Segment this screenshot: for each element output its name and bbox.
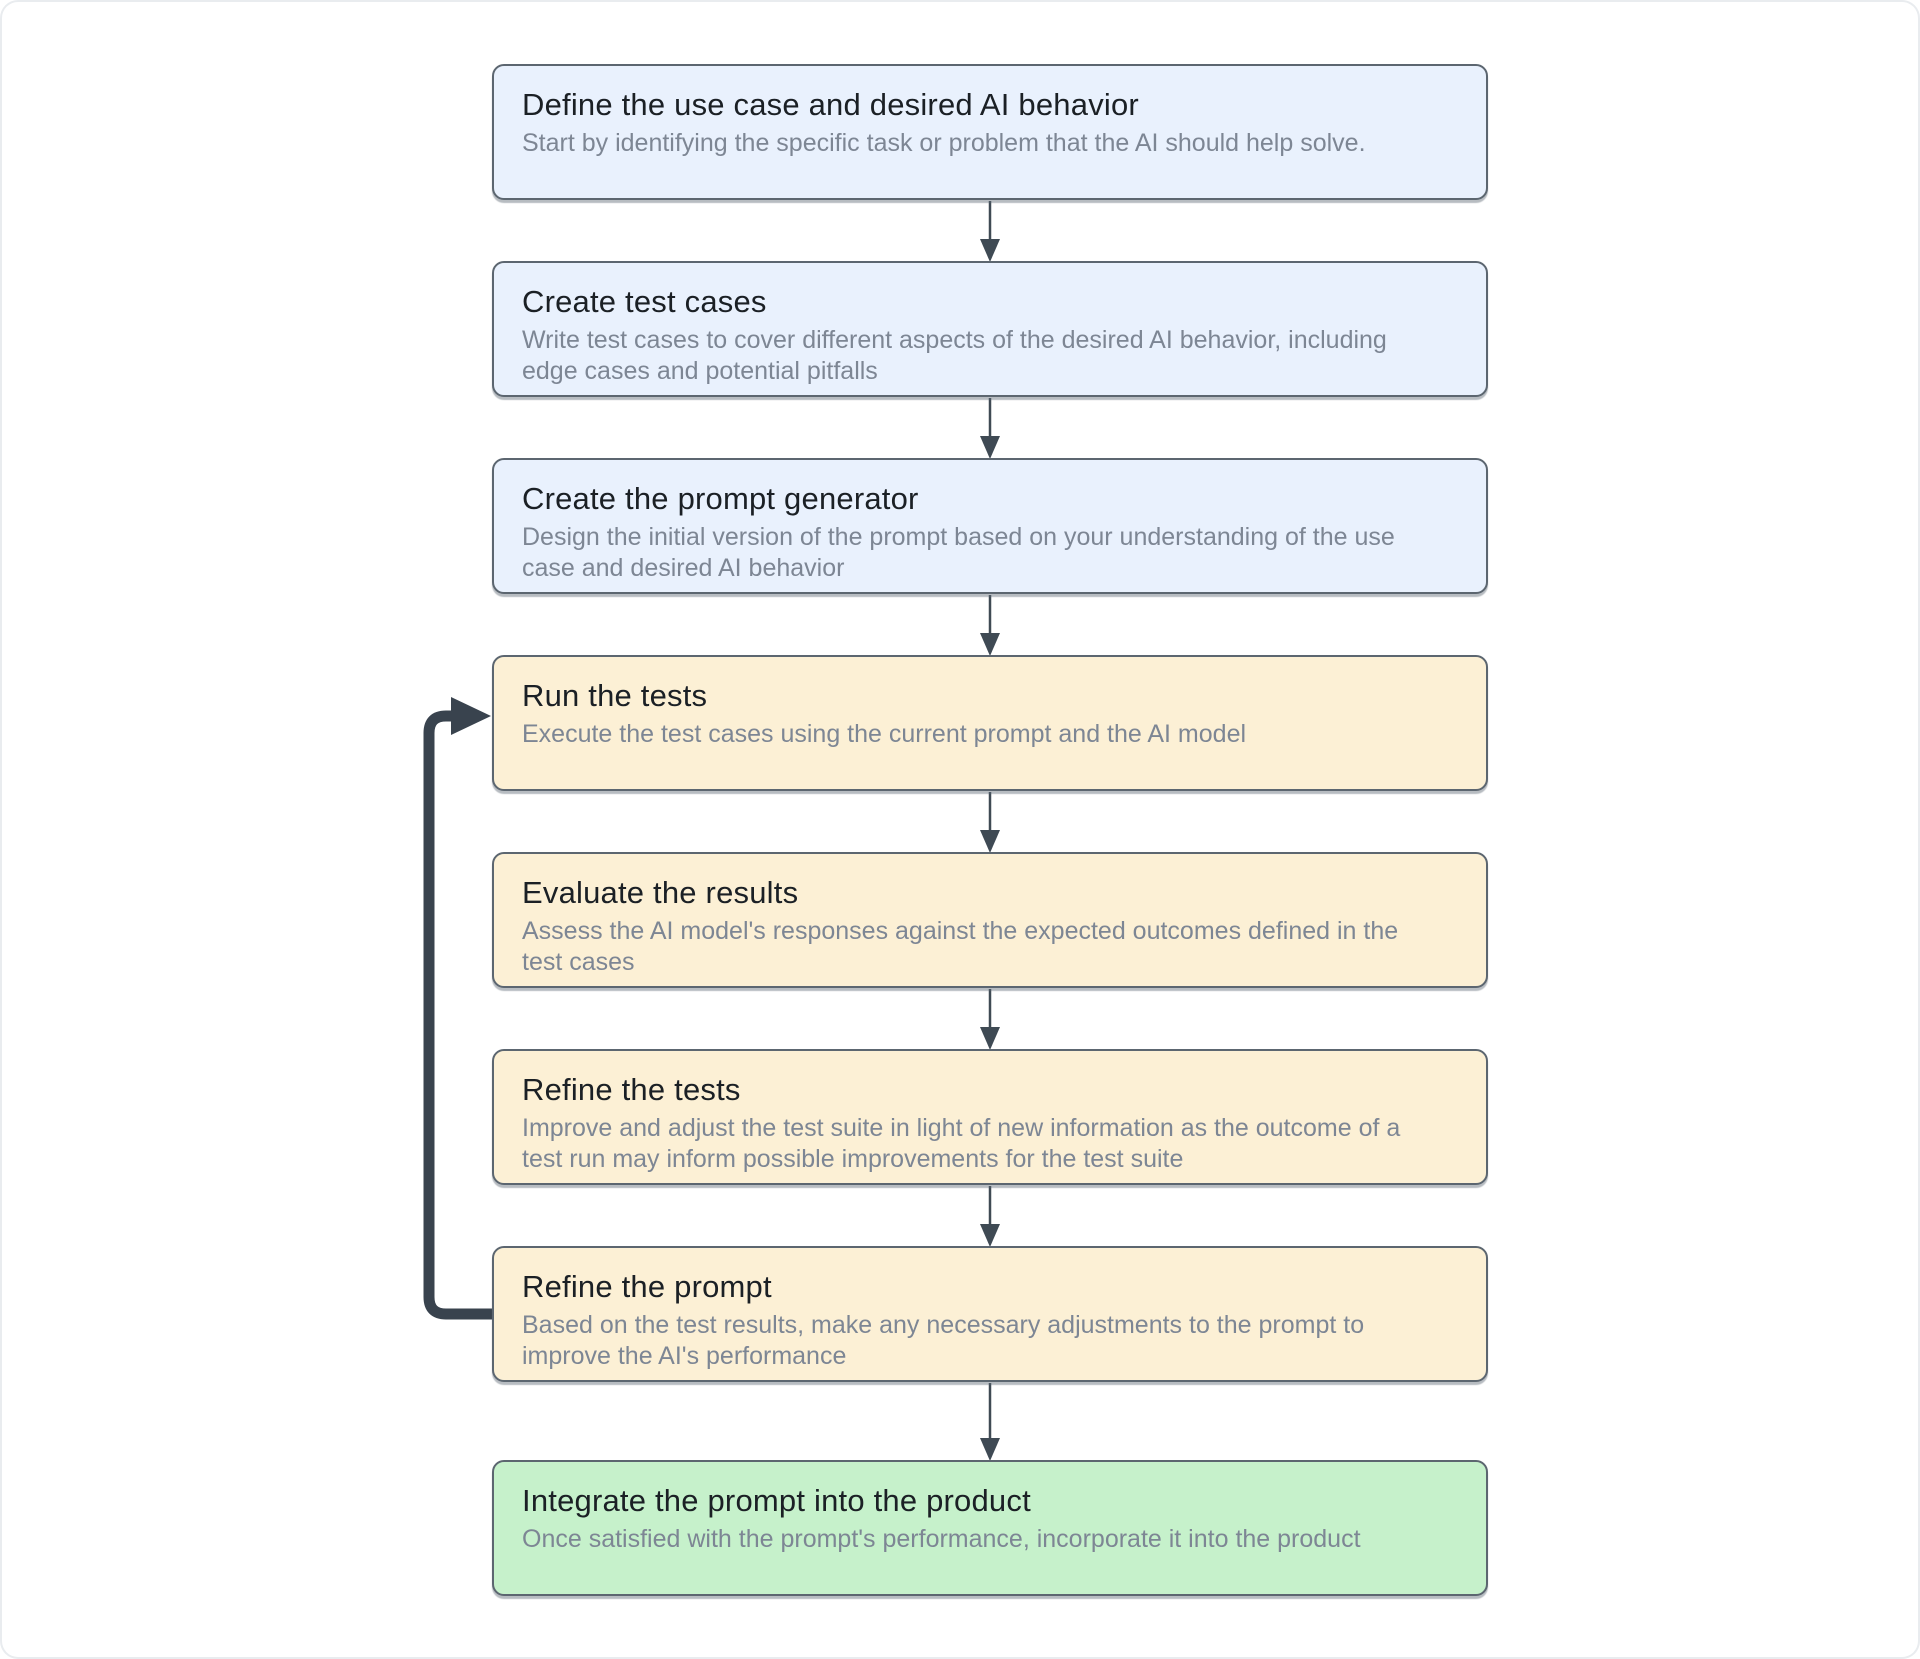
step-title: Create the prompt generator bbox=[522, 481, 919, 516]
step-description: Based on the test results, make any nece… bbox=[522, 1311, 1365, 1370]
step-description: Write test cases to cover different aspe… bbox=[522, 326, 1387, 385]
step-description: Improve and adjust the test suite in lig… bbox=[522, 1114, 1401, 1173]
connector-arrowhead-icon bbox=[980, 436, 1000, 459]
connector-arrowhead-icon bbox=[980, 633, 1000, 656]
step-description: Once satisfied with the prompt's perform… bbox=[522, 1525, 1361, 1553]
step-title: Evaluate the results bbox=[522, 875, 799, 910]
connector-arrowhead-icon bbox=[980, 1027, 1000, 1050]
feedback-loop-line bbox=[423, 710, 492, 1320]
step-description: Design the initial version of the prompt… bbox=[522, 523, 1395, 582]
step-title: Refine the prompt bbox=[522, 1269, 772, 1304]
flow-step: Refine the tests Improve and adjust the … bbox=[492, 1049, 1488, 1185]
flow-step: Run the tests Execute the test cases usi… bbox=[492, 655, 1488, 791]
connector-arrowhead-icon bbox=[980, 239, 1000, 262]
connector-arrowhead-icon bbox=[980, 1224, 1000, 1247]
step-description: Execute the test cases using the current… bbox=[522, 720, 1247, 748]
step-description: Start by identifying the specific task o… bbox=[522, 129, 1366, 157]
flow-step: Define the use case and desired AI behav… bbox=[492, 64, 1488, 200]
flow-step: Integrate the prompt into the product On… bbox=[492, 1460, 1488, 1596]
step-title: Run the tests bbox=[522, 678, 708, 713]
step-title: Create test cases bbox=[522, 284, 767, 319]
flow-step: Create test cases Write test cases to co… bbox=[492, 261, 1488, 397]
connector-arrowhead-icon bbox=[980, 830, 1000, 853]
feedback-loop-arrowhead-icon bbox=[451, 697, 491, 735]
step-description: Assess the AI model's responses against … bbox=[522, 917, 1399, 976]
step-title: Define the use case and desired AI behav… bbox=[522, 87, 1139, 122]
flow-step: Create the prompt generator Design the i… bbox=[492, 458, 1488, 594]
flow-step: Evaluate the results Assess the AI model… bbox=[492, 852, 1488, 988]
connector-arrowhead-icon bbox=[980, 1438, 1000, 1461]
flow-step: Refine the prompt Based on the test resu… bbox=[492, 1246, 1488, 1382]
step-title: Integrate the prompt into the product bbox=[522, 1483, 1031, 1518]
step-title: Refine the tests bbox=[522, 1072, 741, 1107]
